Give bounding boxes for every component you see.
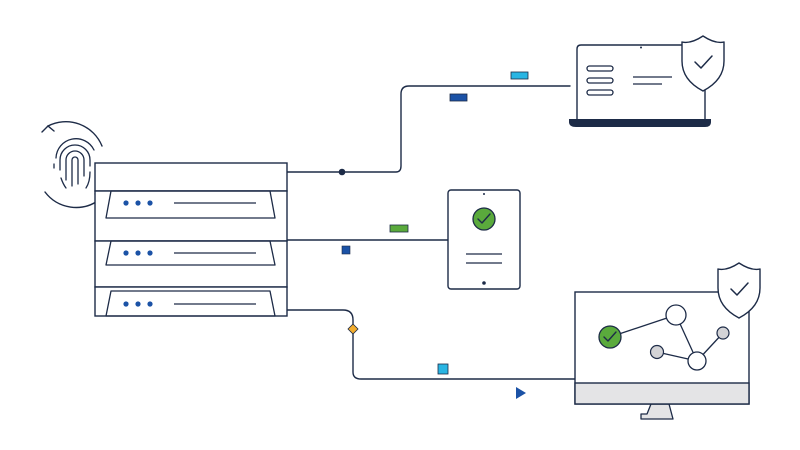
connector-laptop	[286, 85, 571, 173]
tablet	[447, 189, 521, 290]
shield-check-icon	[681, 35, 725, 92]
data-packet	[449, 93, 468, 102]
data-packet	[437, 363, 449, 375]
data-packet	[341, 245, 351, 255]
connector-desktop	[286, 309, 576, 380]
server-unit	[94, 240, 288, 288]
server-drive-bay	[105, 240, 276, 266]
check-circle-icon	[472, 207, 496, 231]
desktop-monitor	[574, 291, 750, 420]
data-packet	[389, 224, 409, 233]
graph-node	[665, 304, 687, 326]
fingerprint-icon	[53, 138, 95, 189]
tablet-camera	[483, 193, 485, 195]
status-lights	[123, 200, 153, 307]
laptop	[569, 44, 711, 127]
server-rack-top	[94, 162, 288, 192]
check-circle-icon	[598, 325, 622, 349]
refresh-arrows-icon	[44, 120, 103, 209]
monitor-stand	[640, 403, 674, 420]
graph-node	[649, 344, 665, 360]
network-graph-icon	[598, 304, 730, 371]
play-icon	[516, 387, 526, 399]
laptop-base	[569, 119, 711, 127]
server-unit	[94, 190, 288, 242]
data-packet	[510, 71, 529, 80]
graph-node	[716, 326, 730, 340]
laptop-security-badge	[681, 35, 725, 92]
shield-check-icon	[717, 262, 761, 319]
tablet-frame	[447, 189, 521, 290]
graph-node	[687, 351, 707, 371]
server-drive-bay	[105, 290, 276, 317]
junction-dot	[338, 168, 346, 176]
server-unit	[94, 286, 288, 317]
laptop-camera	[640, 46, 642, 49]
tablet-home-button	[482, 281, 486, 285]
server-drive-bay	[105, 190, 276, 219]
list-bar	[586, 89, 614, 96]
monitor-chin	[574, 382, 750, 405]
list-bar	[586, 65, 614, 72]
list-bar	[586, 77, 614, 84]
monitor-security-badge	[717, 262, 761, 319]
server-rack	[94, 162, 288, 317]
data-packet-diamond	[347, 323, 359, 335]
